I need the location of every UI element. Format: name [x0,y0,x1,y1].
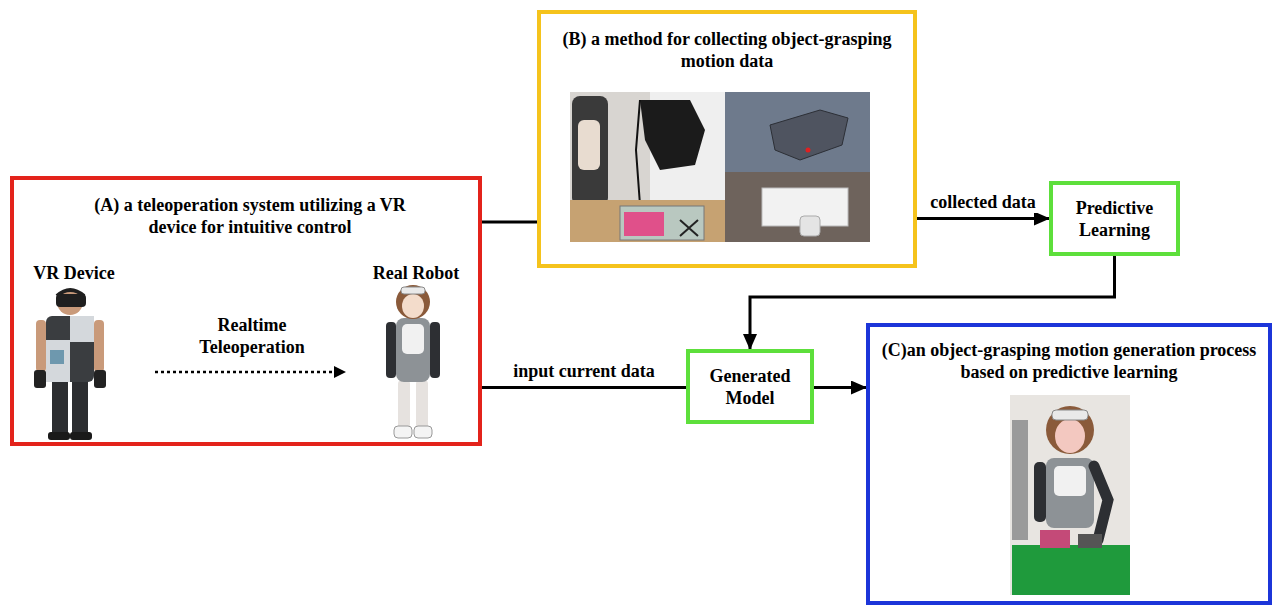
headset-strap [57,290,84,296]
connector [482,386,686,389]
shirt-panel [50,350,64,364]
dotted-line [155,371,334,374]
virtual-glove-render [725,92,870,242]
robot-leg [578,120,600,170]
hair [396,285,430,319]
motion-generation-panel: (C)an object-grasping motion generation … [866,323,1272,605]
edge-label: input current data [510,360,658,382]
process-label: Predictive Learning [1057,197,1172,241]
object [1040,530,1070,548]
x-mark [680,220,698,236]
shirt-panel [70,316,94,342]
leg [398,380,410,430]
process-label: Generated Model [693,365,808,409]
sky [725,92,870,172]
shirt [46,316,94,382]
shoe [70,432,92,440]
green-table [1012,545,1130,595]
connector [917,217,1049,220]
teleoperation-arrow [155,366,346,378]
controller [34,370,46,388]
background-robot [1012,420,1028,540]
teleoperation-panel: (A) a teleoperation system utilizing a V… [10,176,482,446]
data-collection-panel: (B) a method for collecting object-grasp… [537,10,917,268]
arm [386,322,396,378]
data-glove [640,100,705,170]
pink-object [624,212,664,236]
glove-photo [570,92,725,242]
arm [36,320,46,372]
torso [396,318,430,382]
arrow-label: Realtime Teleoperation [182,314,322,358]
process-box: Predictive Learning [1049,181,1180,256]
glove-cable [636,100,640,205]
marker-dot [806,148,811,153]
panel-title: (A) a teleoperation system utilizing a V… [80,194,420,238]
figure-label: VR Device [19,262,129,284]
robot-figure [386,285,440,438]
connector [482,221,537,224]
controller [94,370,106,388]
headgear [401,287,425,294]
chest-plate [1054,466,1086,496]
panel-title: (B) a method for collecting object-grasp… [547,28,907,72]
shirt-panel [46,340,70,382]
hair [1046,406,1094,454]
vr-operator-figure [34,289,106,440]
boot [414,426,432,438]
connector [814,386,866,389]
arm [94,320,104,372]
clear-box [620,206,704,240]
arrow-head [334,366,346,378]
chest-plate [402,324,424,354]
arm [430,322,440,378]
table [570,200,725,242]
virtual-handle [800,216,820,236]
connector [750,256,1115,349]
object [1078,534,1102,548]
leg [72,378,88,434]
arm [1094,466,1108,540]
process-box: Generated Model [686,349,814,424]
photo-background [570,92,725,242]
leg [52,378,68,434]
boot [394,426,412,438]
robot-body [572,96,608,206]
photo-background [1010,395,1130,595]
face [402,294,424,318]
ground [725,172,870,242]
edge-label: collected data [927,191,1038,213]
face [1055,419,1085,453]
virtual-glove [770,110,848,160]
headgear [1052,410,1088,420]
arm [1034,462,1046,522]
shoe [48,432,70,440]
leg [416,380,428,430]
robot-grasping-photo [1010,395,1130,595]
panel-title: (C)an object-grasping motion generation … [880,339,1258,383]
torso [1046,458,1094,528]
figure-label: Real Robot [361,262,471,284]
